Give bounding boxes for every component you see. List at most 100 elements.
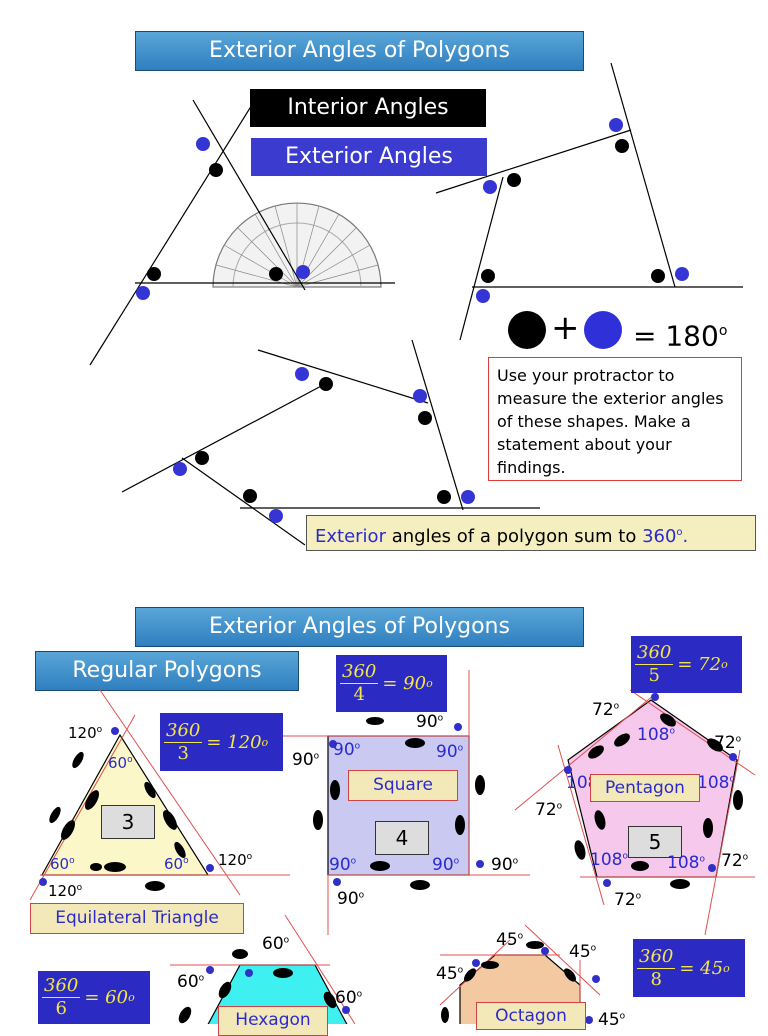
pentagon-ext-left-value: 72 (535, 800, 557, 820)
square-formula-den: 4 (353, 684, 365, 705)
pentagon-ext-label-bottom: 72o (614, 890, 641, 910)
triangle-name-box: Equilateral Triangle (30, 903, 244, 934)
square-formula-result: = 90 (382, 673, 427, 694)
square-ext-top-value: 90 (416, 712, 438, 732)
square-int-tl-value: 90 (333, 740, 355, 760)
equation-plus: + (551, 308, 580, 348)
slide1-diagrams (89, 62, 743, 546)
octagon-formula-result: = 45 (679, 957, 724, 979)
instructions-box: Use your protractor to measure the exter… (488, 357, 742, 481)
pentagon-int-label-br: 108o (667, 853, 705, 873)
pentagon-int-br-value: 108 (667, 853, 700, 873)
interior-angle-dot-icon (508, 311, 546, 349)
instructions-text: Use your protractor to measure the exter… (497, 366, 724, 477)
triangle-sides-box: 3 (101, 805, 155, 839)
square-ext-label-left: 90o (292, 750, 319, 770)
slide2-subtitle-text: Regular Polygons (72, 658, 262, 683)
hexagon-ext-label-top: 60o (262, 934, 289, 954)
pentagon-int-br-degree: o (699, 854, 705, 865)
pentagon-int-right-value: 108 (697, 773, 730, 793)
square-ext-left-degree: o (313, 751, 320, 762)
triangle-ext-label-left: 120o (48, 882, 82, 900)
square-ext-bottom-degree: o (358, 890, 365, 901)
pentagon-int-label-top: 108o (637, 725, 675, 745)
legend-interior-angles: Interior Angles (250, 89, 486, 127)
octagon-name-box: Octagon (476, 1002, 586, 1030)
pentagon-name-box: Pentagon (590, 774, 700, 802)
triangle-int-label-left: 60o (50, 855, 75, 873)
square-int-label-bl: 90o (329, 855, 356, 875)
octagon-formula-den: 8 (650, 968, 662, 990)
square-int-tr-value: 90 (436, 742, 458, 762)
triangle-formula-num: 360 (164, 719, 203, 743)
octagon-ext-left-value: 45 (436, 964, 458, 984)
pentagon-int-bl-value: 108 (590, 850, 623, 870)
triangle-ext-label-right: 120o (218, 851, 252, 869)
triangle-formula-den: 3 (177, 742, 189, 764)
statement-exterior: Exterior (315, 526, 386, 547)
statement-box: Exterior angles of a polygon sum to 360o… (306, 515, 756, 551)
octagon-ext-label-right: 45o (598, 1010, 625, 1030)
octagon-ext-right-value: 45 (598, 1010, 620, 1030)
square-sides-value: 4 (395, 826, 409, 850)
square-ext-bottom-value: 90 (337, 889, 359, 909)
pentagon-int-top-degree: o (669, 726, 675, 737)
statement-middle: angles of a polygon sum to (385, 526, 643, 547)
square-name-text: Square (373, 775, 433, 795)
octagon-ext-label-left: 45o (436, 964, 463, 984)
octagon-ext-label-top: 45o (496, 930, 523, 950)
pentagon-ext-right-value: 72 (714, 733, 736, 753)
slide2-subtitle: Regular Polygons (35, 651, 299, 691)
pentagon-ext-br-degree: o (742, 852, 749, 863)
square-formula-num: 360 (340, 661, 379, 684)
pentagon-ext-top-degree: o (613, 701, 620, 712)
octagon-ext-right-degree: o (619, 1011, 626, 1022)
octagon-ext-top-degree: o (517, 931, 524, 942)
hexagon-ext-right-degree: o (356, 989, 363, 1000)
octagon-formula-num: 360 (637, 945, 676, 969)
triangle-int-label-right: 60o (164, 855, 189, 873)
square-ext-label-right: 90o (491, 855, 518, 875)
pentagon-ext-label-top: 72o (592, 700, 619, 720)
triangle-name-text: Equilateral Triangle (55, 908, 219, 928)
pentagon-ext-label-right: 72o (714, 733, 741, 753)
octagon-ext-left-degree: o (457, 965, 464, 976)
hexagon-formula-result: = 60 (84, 987, 129, 1008)
pentagon-int-right-degree: o (729, 774, 735, 785)
hexagon-ext-top-degree: o (283, 935, 290, 946)
hexagon-name-text: Hexagon (235, 1010, 311, 1030)
statement-period: . (682, 526, 689, 547)
square-ext-left-value: 90 (292, 750, 314, 770)
octagon-name-text: Octagon (495, 1006, 567, 1026)
triangle-int-right-degree: o (183, 856, 189, 866)
octagon-ext-tr-value: 45 (569, 942, 591, 962)
pentagon-ext-bottom-degree: o (635, 891, 642, 902)
square-int-label-tr: 90o (436, 742, 463, 762)
triangle-ext-left-degree: o (76, 883, 83, 893)
square-ext-label-bottom: 90o (337, 889, 364, 909)
triangle-formula-degree: o (261, 735, 269, 749)
triangle-ext-left-value: 120 (48, 882, 77, 900)
square-int-tr-degree: o (457, 743, 464, 754)
square-int-label-tl: 90o (333, 740, 360, 760)
square-int-bl-degree: o (350, 856, 357, 867)
legend-exterior-angles: Exterior Angles (251, 138, 487, 176)
legend-exterior-label: Exterior Angles (285, 144, 453, 169)
square-int-label-br: 90o (432, 855, 459, 875)
equation-result: = 180o (633, 313, 727, 354)
legend-interior-label: Interior Angles (287, 95, 449, 120)
pentagon-ext-top-value: 72 (592, 700, 614, 720)
triangle-int-left-value: 60 (50, 855, 70, 873)
pentagon-ext-br-value: 72 (721, 851, 743, 871)
square-ext-top-degree: o (437, 713, 444, 724)
triangle-ext-right-degree: o (246, 852, 253, 862)
pentagon-sides-box: 5 (628, 826, 682, 858)
square-int-br-degree: o (453, 856, 460, 867)
octagon-ext-top-value: 45 (496, 930, 518, 950)
hexagon-ext-top-value: 60 (262, 934, 284, 954)
triangle-sides-value: 3 (121, 810, 135, 834)
